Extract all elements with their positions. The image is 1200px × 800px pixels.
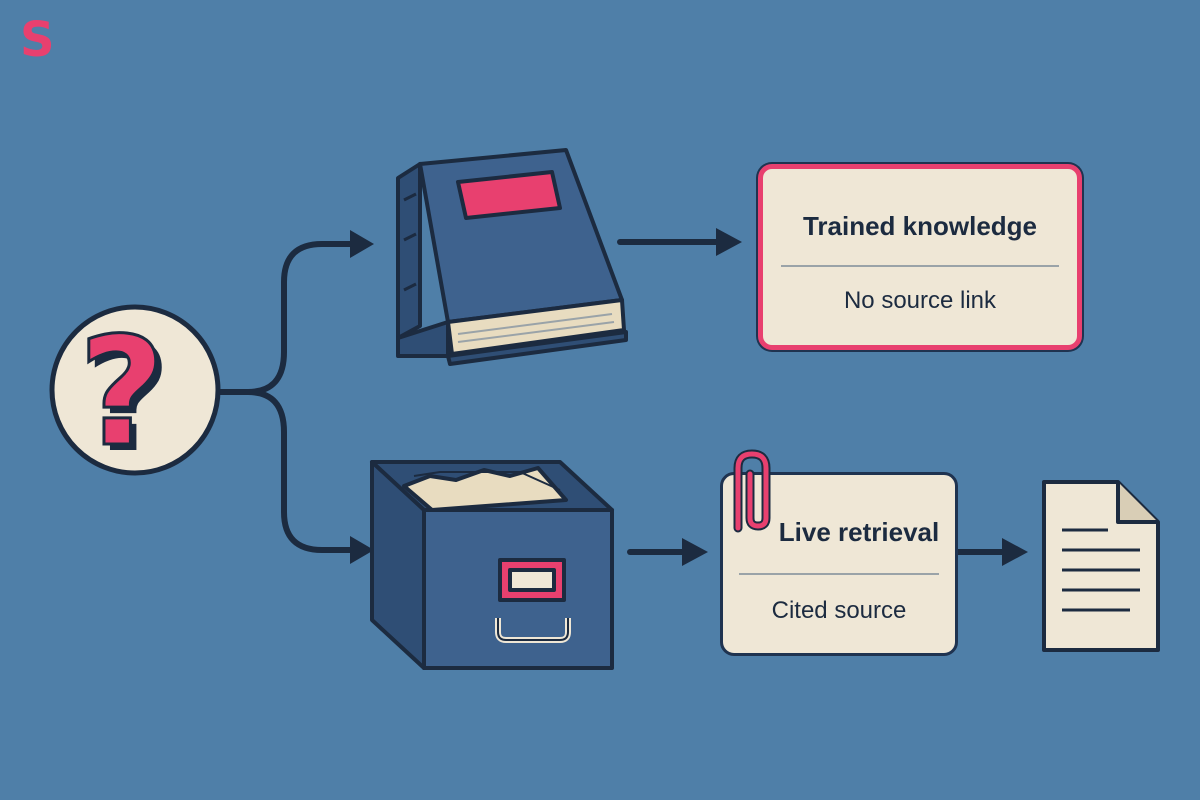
card-divider [781, 265, 1059, 267]
branch-connector [215, 241, 353, 553]
arrowhead-to-drawer [350, 536, 374, 564]
trained-knowledge-card: Trained knowledge No source link [758, 164, 1082, 350]
question-glyph-shadow: ? [84, 312, 171, 486]
brand-logo: S [20, 12, 55, 68]
paperclip-icon [733, 449, 771, 533]
arrow-drawer-to-card [627, 538, 708, 566]
card-divider [739, 573, 939, 575]
trained-knowledge-title: Trained knowledge [802, 211, 1038, 241]
live-retrieval-subtitle: Cited source [771, 597, 907, 624]
question-mark-icon: ? ? [49, 304, 221, 486]
book-icon [396, 148, 628, 366]
live-retrieval-card: Live retrieval Cited source [720, 472, 958, 656]
question-glyph: ? [78, 306, 165, 480]
trained-knowledge-subtitle: No source link [843, 287, 997, 314]
arrow-card-to-document [955, 538, 1028, 566]
file-drawer-icon [370, 460, 614, 670]
arrowhead-to-book [350, 230, 374, 258]
live-retrieval-title: Live retrieval [778, 517, 940, 547]
branch-arrowheads [350, 230, 374, 564]
document-icon [1042, 480, 1160, 652]
arrow-book-to-card [617, 228, 742, 256]
